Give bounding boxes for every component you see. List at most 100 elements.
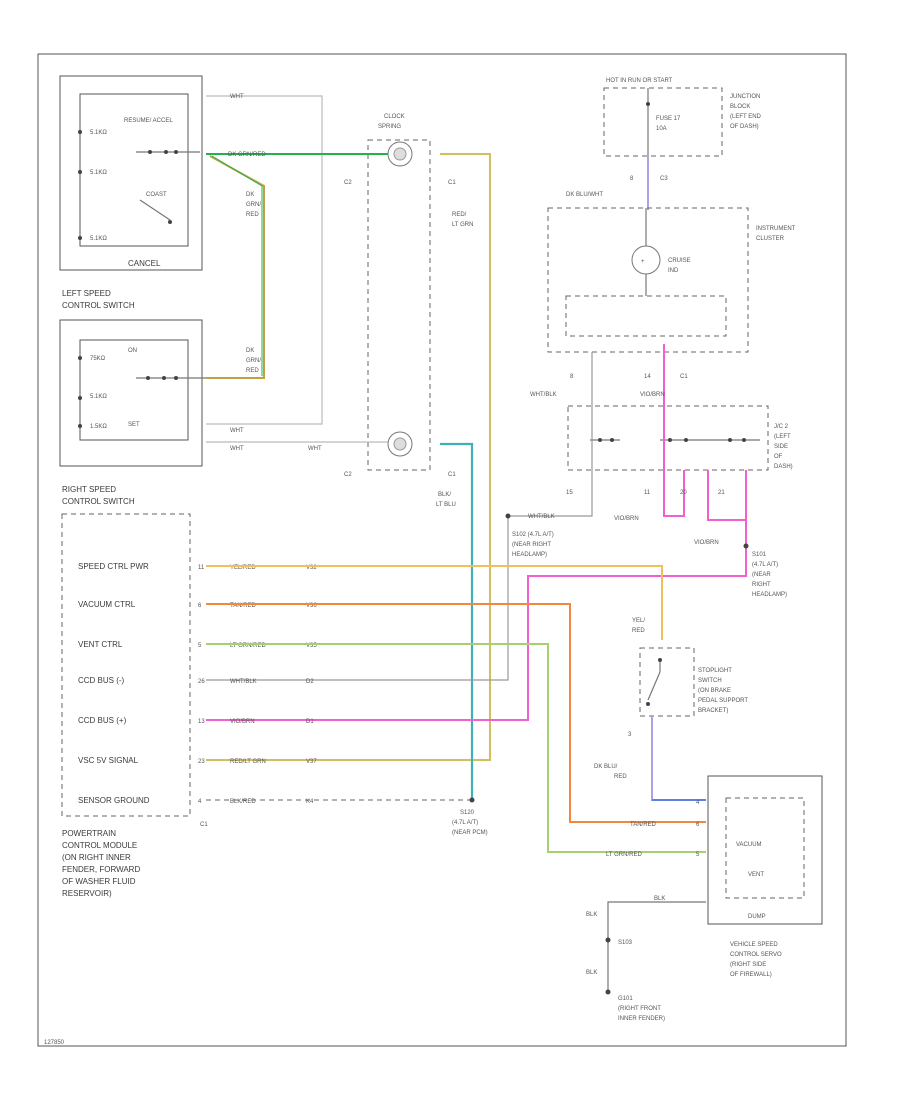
pin-8-cb: 8 xyxy=(630,176,634,182)
pcm-pin-circuit: K4 xyxy=(306,799,314,805)
svg-text:+: + xyxy=(641,259,645,265)
wire-dk-blu-wht: DK BLU/WHT xyxy=(566,192,603,198)
servo-label-2: CONTROL SERVO xyxy=(730,952,782,958)
cruise-indicator xyxy=(631,245,661,275)
pin-11: 11 xyxy=(644,490,651,496)
vacuum-label: VACUUM xyxy=(736,842,762,848)
servo-label-4: OF FIREWALL) xyxy=(730,972,772,978)
left-switch-name-2: CONTROL SWITCH xyxy=(62,301,135,310)
instrument-cluster xyxy=(547,207,749,353)
wire-vio-brn-3: VIO/BRN xyxy=(694,540,719,546)
pcm-pin-circuit: D1 xyxy=(306,719,314,725)
c1-label-cl: C1 xyxy=(680,374,688,380)
g101-label-2: (RIGHT FRONT xyxy=(618,1006,661,1012)
pcm-pin-name: VENT CTRL xyxy=(78,640,123,649)
left-speed-control-switch: CANCEL RESUME/ ACCEL COAST 5.1KΩ5.1KΩ5.1… xyxy=(59,75,203,271)
figure-id: 127850 xyxy=(44,1040,65,1046)
wire-vio-brn-2: VIO/BRN xyxy=(614,516,639,522)
svg-text:5.1KΩ: 5.1KΩ xyxy=(90,236,107,242)
left-switch-name: LEFT SPEED xyxy=(62,289,111,298)
wire-wht-2: WHT xyxy=(230,428,244,434)
wire-dk-blu-red-2: RED xyxy=(614,774,627,780)
wire-yel-red-2: RED xyxy=(632,628,645,634)
pcm-pin-wire: VIO/BRN xyxy=(230,719,255,725)
fuse-label: FUSE 17 xyxy=(656,116,681,122)
pcm-label-5: OF WASHER FLUID xyxy=(62,877,136,886)
c3-label: C3 xyxy=(660,176,668,182)
pcm-label-6: RESERVOIR) xyxy=(62,889,112,898)
s120-label-3: (NEAR PCM) xyxy=(452,830,488,836)
pcm-pin-name: SPEED CTRL PWR xyxy=(78,562,149,571)
wire-blk-3: BLK xyxy=(586,970,597,976)
g101-label-3: INNER FENDER) xyxy=(618,1016,665,1022)
jc2-label-5: DASH) xyxy=(774,464,793,470)
pcm-pin-circuit: V32 xyxy=(306,565,317,571)
svg-text:CLOCK: CLOCK xyxy=(384,114,405,120)
s120-label: S120 xyxy=(460,810,475,816)
wire-dk-grn-red-v2c: RED xyxy=(246,368,259,374)
wire-wht-4: WHT xyxy=(308,446,322,452)
cruise-ind-1: CRUISE xyxy=(668,258,691,264)
cluster-label-1: INSTRUMENT xyxy=(756,226,796,232)
pcm-pin-name: SENSOR GROUND xyxy=(78,796,150,805)
right-switch-name-2: CONTROL SWITCH xyxy=(62,497,135,506)
dump-label: DUMP xyxy=(748,914,766,920)
pcm-label-1: POWERTRAIN xyxy=(62,829,116,838)
pin-4: 4 xyxy=(696,800,700,806)
wire-dk-grn-red-v1c: RED xyxy=(246,212,259,218)
jc2 xyxy=(567,405,769,471)
wire-dk-grn-red-v2b: GRN/ xyxy=(246,358,261,364)
resume-accel-label: RESUME/ ACCEL xyxy=(124,118,173,124)
pin-6: 6 xyxy=(696,822,700,828)
stoplight-label-5: BRACKET) xyxy=(698,708,728,714)
jc2-label-2: (LEFT xyxy=(774,434,791,440)
cluster-label-2: CLUSTER xyxy=(756,236,785,242)
pcm-pin-number: 5 xyxy=(198,643,202,649)
s101-label-4: RIGHT xyxy=(752,582,771,588)
svg-text:5.1KΩ: 5.1KΩ xyxy=(90,170,107,176)
hot-feed: HOT IN RUN OR START xyxy=(606,78,673,84)
set-label: SET xyxy=(128,422,140,428)
wire-red-lt-grn-2: LT GRN xyxy=(452,222,473,228)
s101-label-2: (4.7L A/T) xyxy=(752,562,778,568)
c2-label-top: C2 xyxy=(344,180,352,186)
s102-label-2: (NEAR RIGHT xyxy=(512,542,551,548)
svg-text:5.1KΩ: 5.1KΩ xyxy=(90,130,107,136)
pcm-pin-wire: WHT/BLK xyxy=(230,679,257,685)
pin-21: 21 xyxy=(718,490,725,496)
c1-label-pcm: C1 xyxy=(200,822,208,828)
g101-label-1: G101 xyxy=(618,996,633,1002)
pcm-pin-name: VSC 5V SIGNAL xyxy=(78,756,139,765)
speed-control-servo xyxy=(707,775,823,925)
s101-label: S101 xyxy=(752,552,767,558)
stoplight-label-2: SWITCH xyxy=(698,678,722,684)
servo-label-1: VEHICLE SPEED xyxy=(730,942,778,948)
wire-blk-lt-blu-2: LT BLU xyxy=(436,502,456,508)
stoplight-switch xyxy=(639,647,695,717)
pcm-pin-number: 6 xyxy=(198,603,202,609)
pcm-pin-number: 26 xyxy=(198,679,205,685)
wire-dk-grn-red-v1b: GRN/ xyxy=(246,202,261,208)
s101-label-3: (NEAR xyxy=(752,572,771,578)
jc2-label-4: OF xyxy=(774,454,783,460)
pcm-pin-circuit: D2 xyxy=(306,679,314,685)
stoplight-label-3: (ON BRAKE xyxy=(698,688,731,694)
cancel-label: CANCEL xyxy=(128,259,161,268)
svg-text:SPRING: SPRING xyxy=(378,124,401,130)
wire-yel-red: YEL/ xyxy=(632,618,645,624)
pin-20: 20 xyxy=(680,490,687,496)
servo-label-3: (RIGHT SIDE xyxy=(730,962,766,968)
wire-dk-grn-red-v1: DK xyxy=(246,192,254,198)
pcm-label-4: FENDER, FORWARD xyxy=(62,865,140,874)
pcm-pin-wire: BLK/RED xyxy=(230,799,256,805)
wire-dk-blu-red: DK BLU/ xyxy=(594,764,618,770)
svg-text:75KΩ: 75KΩ xyxy=(90,356,106,362)
junction-block-3: (LEFT END xyxy=(730,114,762,120)
pcm-pin-wire: LT GRN/RED xyxy=(230,643,266,649)
s120-label-2: (4.7L A/T) xyxy=(452,820,478,826)
stoplight-label-1: STOPLIGHT xyxy=(698,668,732,674)
wire-wht-3: WHT xyxy=(230,446,244,452)
wire-blk-1: BLK xyxy=(654,896,665,902)
